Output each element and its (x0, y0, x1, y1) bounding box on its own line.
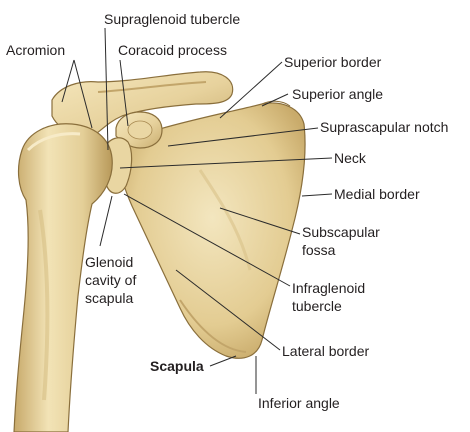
label-coracoid-process: Coracoid process (118, 42, 227, 58)
label-infraglenoid-line2: tubercle (292, 298, 342, 314)
label-glenoid-line1: Glenoid (85, 254, 133, 270)
label-glenoid-line2: cavity of (85, 272, 136, 288)
label-infraglenoid-line1: Infraglenoid (292, 280, 365, 296)
label-acromion: Acromion (6, 42, 65, 58)
label-subscapular-fossa-line2: fossa (302, 242, 335, 258)
label-medial-border: Medial border (334, 186, 420, 202)
label-inferior-angle: Inferior angle (258, 395, 340, 411)
label-glenoid-line3: scapula (85, 290, 133, 306)
label-superior-angle: Superior angle (292, 86, 383, 102)
label-supraglenoid-tubercle: Supraglenoid tubercle (104, 11, 240, 27)
label-subscapular-fossa-line1: Subscapular (302, 224, 380, 240)
label-lateral-border: Lateral border (282, 343, 369, 359)
label-neck: Neck (334, 150, 366, 166)
label-superior-border: Superior border (284, 54, 381, 70)
label-scapula: Scapula (150, 358, 204, 374)
label-suprascapular-notch: Suprascapular notch (320, 119, 448, 135)
